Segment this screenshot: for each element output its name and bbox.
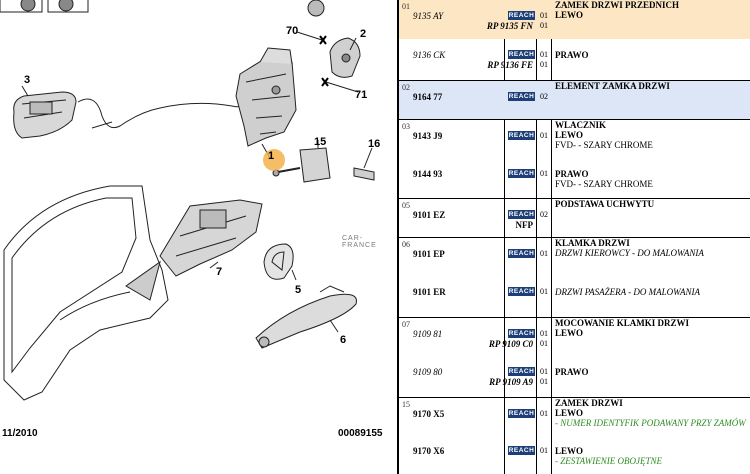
row-highlight (399, 81, 750, 120)
reach-badge: REACH (508, 367, 535, 376)
part-number[interactable]: 9164 77 (413, 92, 443, 102)
replacement-part-number[interactable]: RP 9109 C0 (488, 339, 533, 349)
callout-5[interactable]: 5 (295, 284, 302, 296)
row-highlight (399, 0, 750, 39)
replacement-part-number[interactable]: RP 9135 FN (486, 21, 533, 31)
group-number: 03 (402, 122, 410, 131)
part-description: PRAWO (555, 169, 589, 179)
part-description: PRAWO (555, 50, 589, 60)
reach-badge: REACH (508, 249, 535, 258)
part-description: - NUMER IDENTYFIK PODAWANY PRZY ZAMÓW (555, 418, 746, 428)
reach-badge: REACH (508, 169, 535, 178)
callout-1[interactable]: 1 (268, 150, 275, 162)
part-description: DRZWI KIEROWCY - DO MALOWANIA (555, 248, 704, 258)
quantity: 01 (540, 367, 548, 376)
reach-badge: REACH (508, 329, 535, 338)
reach-badge: REACH (508, 92, 535, 101)
row-divider (399, 397, 750, 398)
quantity: 01 (540, 339, 548, 348)
part-description: PODSTAWA UCHWYTU (555, 199, 655, 209)
group-number: 05 (402, 201, 410, 210)
quantity: 01 (540, 50, 548, 59)
part-description: MOCOWANIE KLAMKI DRZWI (555, 318, 690, 328)
reach-badge: REACH (508, 11, 535, 20)
part-number[interactable]: 9170 X5 (413, 409, 445, 419)
watermark: CAR-FRANCE (342, 235, 377, 249)
reach-badge: REACH (508, 131, 535, 140)
quantity: 01 (540, 377, 548, 386)
callout-71[interactable]: 71 (355, 89, 368, 101)
diagram-reference: 00089155 (338, 428, 383, 439)
reach-badge: REACH (508, 210, 535, 219)
part-description: LEWO (555, 446, 584, 456)
part-description: - ZESTAWIENIE OBOJĘTNE (555, 456, 662, 466)
row-divider (399, 317, 750, 318)
quantity: 01 (540, 446, 548, 455)
row-divider (399, 80, 750, 81)
part-number[interactable]: 9101 EP (413, 249, 445, 259)
quantity: 01 (540, 131, 548, 140)
group-number: 01 (402, 2, 410, 11)
part-number[interactable]: 9136 CK (413, 50, 446, 60)
callout-6[interactable]: 6 (340, 334, 347, 346)
part-number[interactable]: 9170 X6 (413, 446, 445, 456)
quantity: 01 (540, 21, 548, 30)
part-description: ZAMEK DRZWI PRZEDNICH (555, 0, 680, 10)
quantity: 01 (540, 287, 548, 296)
quantity: 01 (540, 249, 548, 258)
row-divider (399, 119, 750, 120)
callout-7[interactable]: 7 (216, 266, 223, 278)
group-number: 07 (402, 320, 410, 329)
part-number[interactable]: 9143 J9 (413, 131, 443, 141)
quantity: 01 (540, 409, 548, 418)
exploded-parts-diagram: 70 2 3 71 1 15 16 7 5 6 CAR-FRANCE 11/20… (0, 0, 383, 439)
part-description: WLACZNIK (555, 120, 607, 130)
part-number[interactable]: 9144 93 (413, 169, 443, 179)
group-number: 06 (402, 240, 410, 249)
diagram-date: 11/2010 (2, 428, 38, 439)
callout-2[interactable]: 2 (360, 28, 367, 40)
quantity: 01 (540, 169, 548, 178)
part-description: PRAWO (555, 367, 589, 377)
part-description: ELEMENT ZAMKA DRZWI (555, 81, 670, 91)
part-description: ZAMEK DRZWI (555, 398, 623, 408)
part-number[interactable]: 9109 80 (413, 367, 443, 377)
part-number[interactable]: 9135 AY (413, 11, 444, 21)
row-divider (399, 237, 750, 238)
group-number: 15 (402, 400, 410, 409)
replacement-part-number[interactable]: RP 9109 A9 (489, 377, 533, 387)
part-number[interactable]: 9101 ER (413, 287, 446, 297)
quantity: 01 (540, 329, 548, 338)
replacement-part-number[interactable]: RP 9136 FE (487, 60, 533, 70)
callout-70[interactable]: 70 (286, 25, 299, 37)
part-description: KLAMKA DRZWI (555, 238, 630, 248)
part-description: LEWO (555, 408, 584, 418)
quantity: 02 (540, 210, 548, 219)
diagram-drawing (0, 0, 375, 401)
callout-3[interactable]: 3 (24, 74, 31, 86)
part-description: LEWO (555, 130, 584, 140)
part-description: FVD- - SZARY CHROME (555, 140, 653, 150)
quantity: 01 (540, 11, 548, 20)
reach-badge: REACH (508, 50, 535, 59)
highlight-marker (263, 149, 285, 171)
part-number[interactable]: 9109 81 (413, 329, 443, 339)
part-description: FVD- - SZARY CHROME (555, 179, 653, 189)
reach-badge: REACH (508, 446, 535, 455)
callout-15[interactable]: 15 (314, 136, 327, 148)
quantity: 01 (540, 60, 548, 69)
part-description: DRZWI PASAŻERA - DO MALOWANIA (555, 287, 701, 297)
reach-badge: REACH (508, 409, 535, 418)
part-description: LEWO (555, 10, 584, 20)
callout-16[interactable]: 16 (368, 138, 381, 150)
quantity: 02 (540, 92, 548, 101)
replacement-part-number[interactable]: NFP (515, 220, 534, 230)
reach-badge: REACH (508, 287, 535, 296)
part-description: LEWO (555, 328, 584, 338)
part-number[interactable]: 9101 EZ (413, 210, 446, 220)
row-divider (399, 198, 750, 199)
group-number: 02 (402, 83, 410, 92)
